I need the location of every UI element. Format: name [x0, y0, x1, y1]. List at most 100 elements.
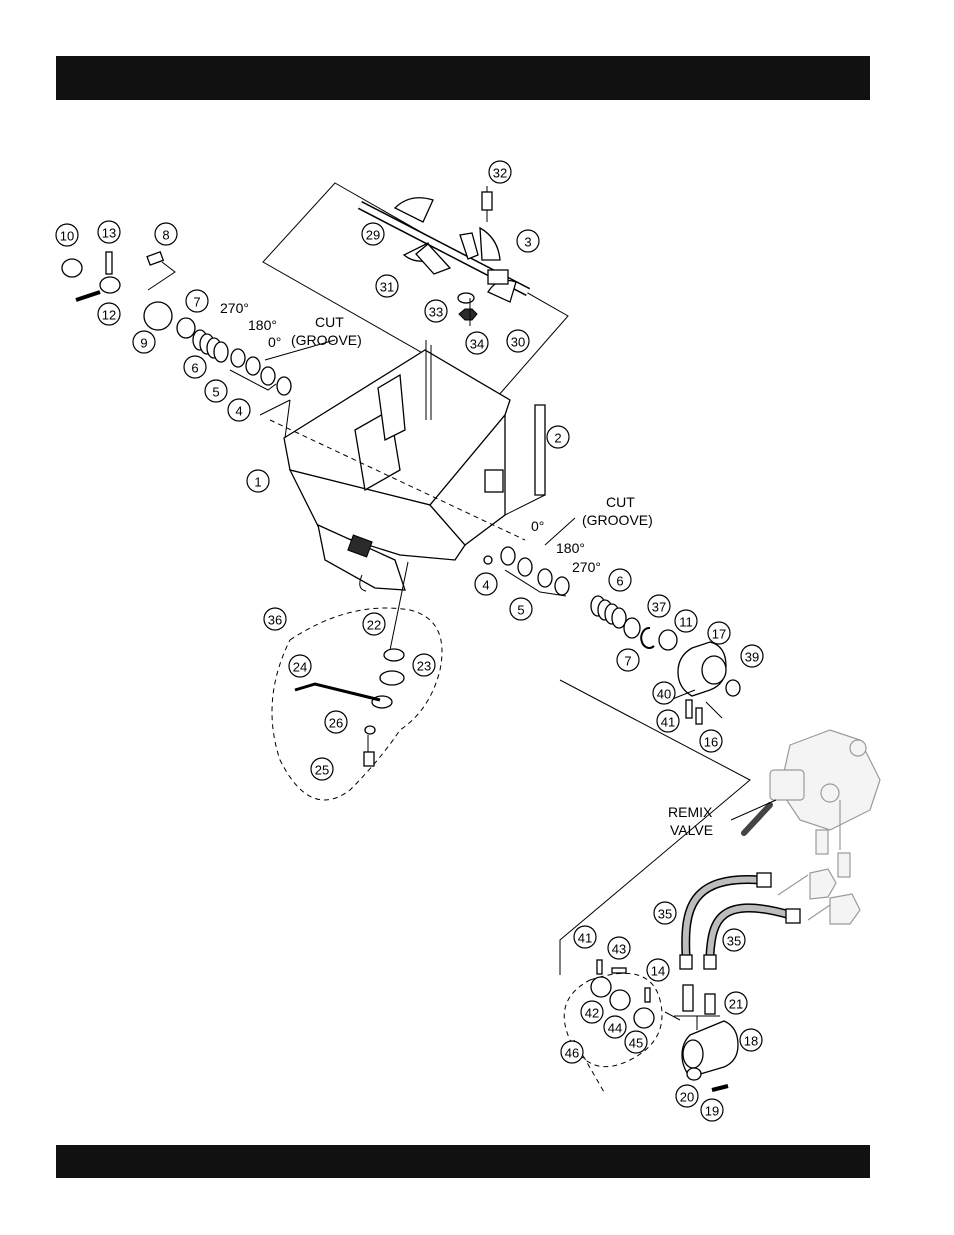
left-cut-label: CUT [315, 314, 344, 330]
callout-number: 29 [366, 228, 380, 243]
callout-37: 37 [648, 595, 670, 617]
callout-number: 32 [493, 166, 507, 181]
callout-25: 25 [311, 758, 333, 780]
callout-36: 36 [264, 608, 286, 630]
callout-number: 40 [657, 687, 671, 702]
callout-number: 19 [705, 1104, 719, 1119]
left-groove-label: (GROOVE) [291, 332, 362, 348]
callout-7: 7 [617, 649, 639, 671]
callout-number: 24 [293, 660, 307, 675]
callout-43: 43 [608, 937, 630, 959]
callout-41: 41 [574, 926, 596, 948]
callout-number: 3 [524, 235, 531, 250]
callout-40: 40 [653, 682, 675, 704]
remix-valve [744, 730, 880, 924]
hopper-body [260, 340, 545, 650]
callout-number: 23 [417, 659, 431, 674]
callout-6: 6 [609, 569, 631, 591]
callout-21: 21 [725, 992, 747, 1014]
callout-number: 6 [616, 574, 623, 589]
callout-number: 26 [329, 716, 343, 731]
callout-number: 35 [658, 907, 672, 922]
callout-46: 46 [561, 1041, 583, 1063]
callout-22: 22 [363, 613, 385, 635]
hoses [680, 873, 800, 969]
callout-number: 34 [470, 337, 484, 352]
callout-number: 18 [744, 1034, 758, 1049]
callout-4: 4 [228, 399, 250, 421]
left-angle-0: 0° [268, 334, 281, 350]
callout-9: 9 [133, 331, 155, 353]
callout-number: 5 [517, 603, 524, 618]
callout-13: 13 [98, 221, 120, 243]
left-angle-180: 180° [248, 317, 277, 333]
lower-block-assembly [564, 960, 738, 1092]
callout-6: 6 [184, 356, 206, 378]
callout-number: 16 [704, 735, 718, 750]
callout-number: 31 [380, 280, 394, 295]
callout-5: 5 [205, 380, 227, 402]
callout-39: 39 [741, 645, 763, 667]
callout-number: 14 [651, 964, 665, 979]
callout-3: 3 [517, 230, 539, 252]
callout-number: 13 [102, 226, 116, 241]
callout-number: 30 [511, 335, 525, 350]
remix-label-line1: REMIX [668, 804, 713, 820]
callout-18: 18 [740, 1029, 762, 1051]
left-angle-270: 270° [220, 300, 249, 316]
callout-5: 5 [510, 598, 532, 620]
remix-label-line2: VALVE [670, 822, 713, 838]
callout-35: 35 [723, 929, 745, 951]
callout-24: 24 [289, 655, 311, 677]
callout-35: 35 [654, 902, 676, 924]
right-angle-0: 0° [531, 518, 544, 534]
callout-11: 11 [675, 610, 697, 632]
callout-45: 45 [625, 1031, 647, 1053]
callout-number: 22 [367, 618, 381, 633]
callout-number: 4 [482, 578, 489, 593]
callout-number: 25 [315, 763, 329, 778]
callout-42: 42 [581, 1001, 603, 1023]
callout-number: 17 [712, 627, 726, 642]
callout-number: 42 [585, 1006, 599, 1021]
callout-number: 44 [608, 1021, 622, 1036]
lever-assembly [272, 608, 442, 800]
callout-16: 16 [700, 730, 722, 752]
callout-number: 7 [624, 654, 631, 669]
callout-number: 46 [565, 1046, 579, 1061]
callout-number: 5 [212, 385, 219, 400]
callout-1: 1 [247, 470, 269, 492]
callout-number: 41 [578, 931, 592, 946]
right-packing-parts [501, 518, 740, 724]
callout-10: 10 [56, 224, 78, 246]
callout-number: 45 [629, 1036, 643, 1051]
callout-2: 2 [547, 426, 569, 448]
callout-19: 19 [701, 1099, 723, 1121]
callout-number: 35 [727, 934, 741, 949]
callout-26: 26 [325, 711, 347, 733]
right-cut-label: CUT [606, 494, 635, 510]
callout-number: 41 [661, 715, 675, 730]
callout-34: 34 [466, 332, 488, 354]
callout-4: 4 [475, 573, 497, 595]
callout-number: 10 [60, 229, 74, 244]
callout-7: 7 [186, 290, 208, 312]
callout-number: 39 [745, 650, 759, 665]
callout-44: 44 [604, 1016, 626, 1038]
callout-number: 1 [254, 475, 261, 490]
callout-32: 32 [489, 161, 511, 183]
callout-number: 11 [679, 615, 693, 630]
callout-number: 37 [652, 600, 666, 615]
right-angle-180: 180° [556, 540, 585, 556]
callout-8: 8 [155, 223, 177, 245]
callout-number: 36 [268, 613, 282, 628]
callout-23: 23 [413, 654, 435, 676]
right-spring [591, 596, 626, 628]
callout-number: 21 [729, 997, 743, 1012]
callout-number: 43 [612, 942, 626, 957]
callout-number: 8 [162, 228, 169, 243]
callout-number: 2 [554, 431, 561, 446]
right-angle-270: 270° [572, 559, 601, 575]
callout-17: 17 [708, 622, 730, 644]
